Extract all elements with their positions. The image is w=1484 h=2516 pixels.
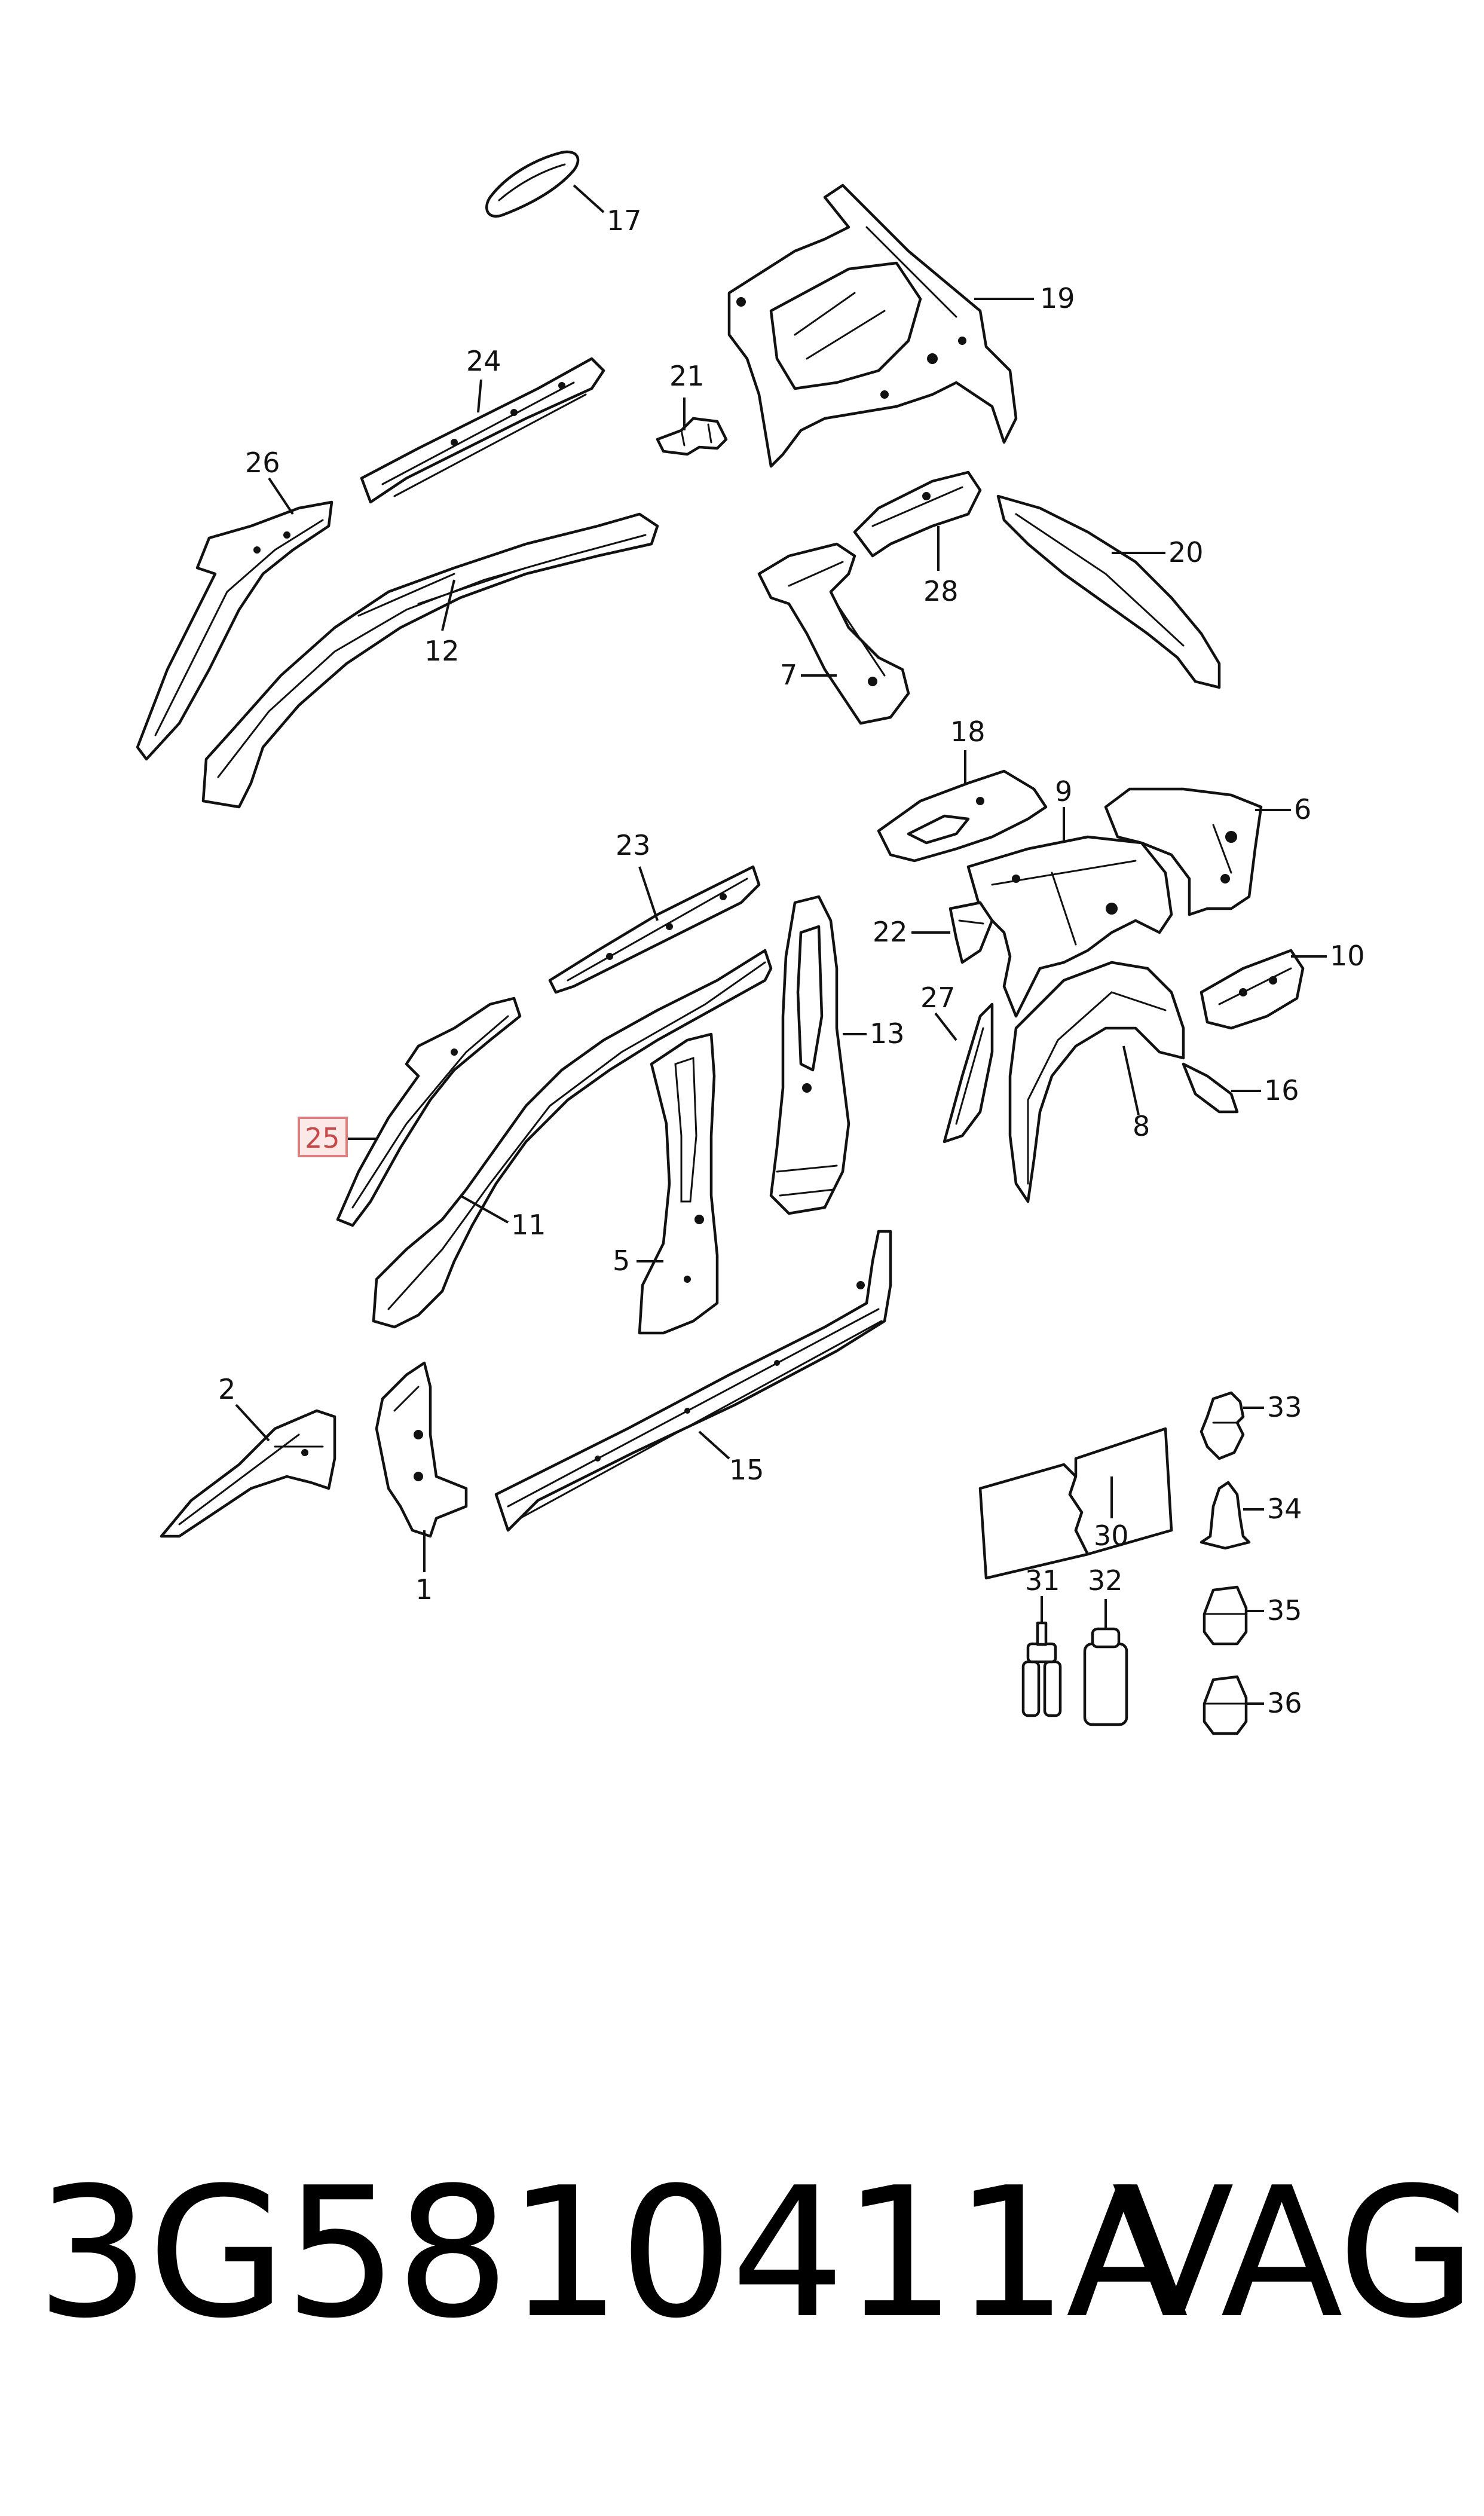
part-10[interactable] xyxy=(1200,949,1305,1030)
callout-8: 8 xyxy=(1133,1110,1150,1142)
part-8[interactable] xyxy=(1008,961,1185,1203)
callout-1: 1 xyxy=(415,1573,433,1606)
part-32[interactable] xyxy=(1083,1627,1128,1726)
callout-22: 22 xyxy=(873,916,908,948)
callout-17: 17 xyxy=(607,204,642,237)
brand-name: VAG xyxy=(1112,2149,1476,2358)
part-1[interactable] xyxy=(375,1361,468,1538)
part-24[interactable] xyxy=(360,357,605,504)
part-6[interactable] xyxy=(1104,787,1263,916)
callout-labels: 17 19 24 21 26 12 28 20 7 18 9 6 23 22 1… xyxy=(218,204,1365,1719)
callout-25-highlight-box xyxy=(298,1117,348,1157)
callout-2: 2 xyxy=(218,1373,235,1405)
part-2[interactable] xyxy=(160,1409,336,1538)
part-12[interactable] xyxy=(201,512,659,809)
callout-23: 23 xyxy=(616,829,651,861)
callout-25: 25 xyxy=(305,1122,340,1154)
callout-10: 10 xyxy=(1330,940,1365,972)
callout-27: 27 xyxy=(920,982,956,1014)
part-30[interactable] xyxy=(978,1427,1173,1580)
callout-30: 30 xyxy=(1094,1520,1129,1552)
callout-35: 35 xyxy=(1267,1594,1302,1627)
part-7[interactable] xyxy=(757,542,910,725)
part-number: 3G5810411A xyxy=(36,2149,1189,2358)
callout-33: 33 xyxy=(1267,1391,1302,1423)
part-17[interactable] xyxy=(485,150,580,218)
callout-11: 11 xyxy=(511,1209,546,1241)
callout-32: 32 xyxy=(1088,1564,1123,1597)
part-36[interactable] xyxy=(1203,1675,1248,1735)
callout-13: 13 xyxy=(870,1017,905,1050)
part-23[interactable] xyxy=(548,865,761,994)
part-34[interactable] xyxy=(1200,1481,1251,1550)
callout-21: 21 xyxy=(669,360,705,392)
callout-5: 5 xyxy=(613,1245,630,1277)
part-13[interactable] xyxy=(769,895,850,1215)
part-18[interactable] xyxy=(877,769,1048,863)
callout-12: 12 xyxy=(424,635,460,667)
part-35[interactable] xyxy=(1203,1585,1248,1646)
callout-20: 20 xyxy=(1168,536,1204,568)
part-28[interactable] xyxy=(853,470,982,558)
callout-18: 18 xyxy=(950,716,986,748)
callout-6: 6 xyxy=(1294,793,1311,826)
callout-34: 34 xyxy=(1267,1493,1302,1525)
part-16[interactable] xyxy=(1182,1062,1239,1114)
part-21[interactable] xyxy=(656,417,728,456)
callout-26: 26 xyxy=(245,447,280,479)
part-15[interactable] xyxy=(494,1230,892,1532)
part-26[interactable] xyxy=(136,500,333,761)
callout-24: 24 xyxy=(466,345,501,377)
callout-31: 31 xyxy=(1025,1564,1060,1597)
part-5[interactable] xyxy=(638,1032,719,1335)
callout-15: 15 xyxy=(729,1454,764,1486)
part-11[interactable] xyxy=(372,949,773,1329)
footer: 3G5810411A VAG xyxy=(0,2128,1484,2379)
part-25[interactable] xyxy=(336,996,522,1227)
callout-7: 7 xyxy=(780,659,797,691)
part-33[interactable] xyxy=(1200,1391,1245,1460)
callout-19: 19 xyxy=(1040,282,1075,314)
callout-9: 9 xyxy=(1055,775,1072,808)
part-31[interactable] xyxy=(1021,1621,1062,1717)
parts-diagram: 17 19 24 21 26 12 28 20 7 18 9 6 23 22 1… xyxy=(136,150,1365,1735)
callout-36: 36 xyxy=(1267,1687,1302,1719)
part-20[interactable] xyxy=(996,494,1221,689)
part-22[interactable] xyxy=(948,901,994,964)
leader-lines xyxy=(235,184,1327,1705)
part-19[interactable] xyxy=(727,184,1018,468)
part-27[interactable] xyxy=(943,1002,994,1144)
callout-28: 28 xyxy=(923,575,959,607)
callout-16: 16 xyxy=(1264,1074,1299,1106)
